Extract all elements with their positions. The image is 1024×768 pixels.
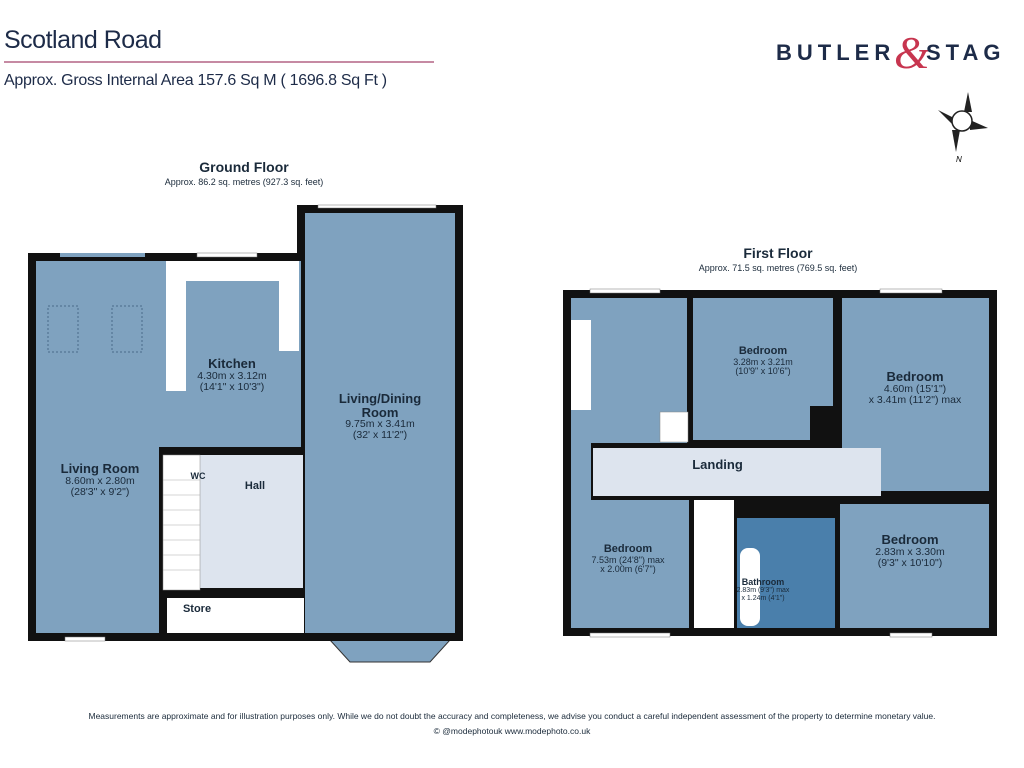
room-name: Bathroom: [741, 577, 785, 587]
bedroom-mid-area: [693, 298, 833, 440]
room-name: Bedroom: [738, 345, 788, 357]
ground-floor-plan: [28, 204, 463, 663]
chimney-breast: [810, 406, 840, 448]
window: [589, 288, 661, 294]
room-name: Living Room: [60, 461, 140, 476]
window: [196, 252, 258, 258]
room-label-store: Store: [172, 603, 222, 616]
landing-area: [593, 448, 881, 496]
room-dims-imperial: x 1.24m (4'1"): [741, 594, 785, 602]
room-dims-imperial: (14'1" x 10'3"): [199, 380, 265, 393]
living-room-area: [36, 261, 159, 633]
vanity-unit: [571, 320, 591, 410]
skylight-2: [111, 305, 143, 353]
room-dims-imperial: (28'3" x 9'2"): [70, 485, 130, 498]
bath: [740, 548, 760, 626]
room-label-bathroom: Bathroom 2.83m (9'3") max x 1.24m (4'1"): [733, 577, 793, 602]
photographer-credit: © @modephotouk www.modephoto.co.uk: [433, 726, 591, 736]
room-dims: 7.53m (24'8") max: [591, 554, 665, 565]
room-name: Landing: [692, 457, 743, 472]
bedroom-bottom-right-area: [840, 504, 989, 628]
first-floor-title: First Floor: [743, 245, 813, 261]
logo-ampersand: &: [894, 27, 930, 78]
window: [879, 288, 943, 294]
room-dims-imperial: (32' x 11'2"): [352, 429, 408, 442]
ground-floor-title: Ground Floor: [199, 159, 289, 175]
room-name: WC: [190, 471, 206, 481]
staircase: [162, 454, 201, 591]
compass-icon: N: [938, 92, 988, 164]
living-dining-area: [305, 213, 455, 633]
room-name: Bedroom: [603, 543, 653, 555]
compass-north-label: N: [956, 155, 962, 164]
butler-stag-logo: BUTLER & STAG: [776, 27, 1016, 78]
window: [889, 632, 933, 638]
first-floor-area: Approx. 71.5 sq. metres (769.5 sq. feet): [698, 263, 858, 273]
room-dims: 8.60m x 2.80m: [65, 474, 135, 487]
room-label-wc: WC: [178, 471, 218, 481]
room-dims: 4.30m x 3.12m: [197, 369, 267, 382]
bay-window: [328, 639, 452, 663]
hall-area: [200, 455, 303, 588]
room-label-bedroom-2: Bedroom 3.28m x 3.21m (10'9" x 10'6"): [713, 345, 813, 376]
window: [64, 636, 106, 642]
room-label-bedroom-3: Bedroom 2.83m x 3.30m (9'3" x 10'10"): [850, 533, 970, 569]
room-label-bedroom-1: Bedroom 4.60m (15'1") x 3.41m (11'2") ma…: [855, 370, 975, 406]
room-dims-imperial: (10'9" x 10'6"): [735, 365, 791, 376]
room-label-living-room: Living Room 8.60m x 2.80m (28'3" x 9'2"): [40, 462, 160, 498]
room-dims-imperial: (9'3" x 10'10"): [877, 556, 943, 569]
room-name: Store: [182, 603, 212, 615]
kitchen-worktop-left: [166, 261, 186, 391]
room-dims-imperial: x 3.41m (11'2") max: [868, 393, 962, 406]
bifold-doors: [60, 253, 145, 257]
room-name: Hall: [244, 480, 266, 492]
room-label-landing: Landing: [680, 458, 755, 472]
room-name: Living/Dining Room: [338, 391, 422, 420]
room-label-hall: Hall: [230, 480, 280, 493]
room-dims-imperial: x 2.00m (6'7"): [600, 563, 656, 574]
room-name: Bedroom: [881, 532, 939, 547]
room-name: Kitchen: [208, 356, 256, 371]
room-label-living-dining: Living/Dining Room 9.75m x 3.41m (32' x …: [325, 392, 435, 441]
bedroom-bottom-left-area: [571, 500, 689, 628]
room-dims: 2.83m x 3.30m: [875, 545, 945, 558]
logo-word-butler: BUTLER: [776, 40, 896, 65]
kitchen-worktop-top: [166, 261, 296, 281]
room-label-kitchen: Kitchen 4.30m x 3.12m (14'1" x 10'3"): [172, 357, 292, 393]
room-label-bedroom-4: Bedroom 7.53m (24'8") max x 2.00m (6'7"): [578, 543, 678, 574]
shower-tray: [659, 411, 689, 443]
first-floor-plan: [563, 288, 997, 638]
logo-word-stag: STAG: [926, 40, 1006, 65]
store-area: [167, 598, 304, 633]
room-dims: 9.75m x 3.41m: [345, 418, 415, 431]
gross-area: Approx. Gross Internal Area 157.6 Sq M (…: [4, 72, 387, 89]
property-title: Scotland Road: [4, 26, 162, 54]
room-dims: 2.83m (9'3") max: [736, 587, 790, 595]
title-divider: [4, 61, 434, 63]
ground-floor-area: Approx. 86.2 sq. metres (927.3 sq. feet): [164, 177, 324, 187]
skylight-1: [47, 305, 79, 353]
room-name: Bedroom: [886, 369, 944, 384]
room-dims: 3.28m x 3.21m: [733, 356, 793, 367]
first-staircase: [694, 500, 734, 628]
kitchen-worktop-right: [279, 261, 299, 351]
disclaimer: Measurements are approximate and for ill…: [88, 711, 936, 721]
window: [589, 632, 671, 638]
window: [317, 204, 437, 209]
room-dims: 4.60m (15'1"): [883, 382, 947, 395]
